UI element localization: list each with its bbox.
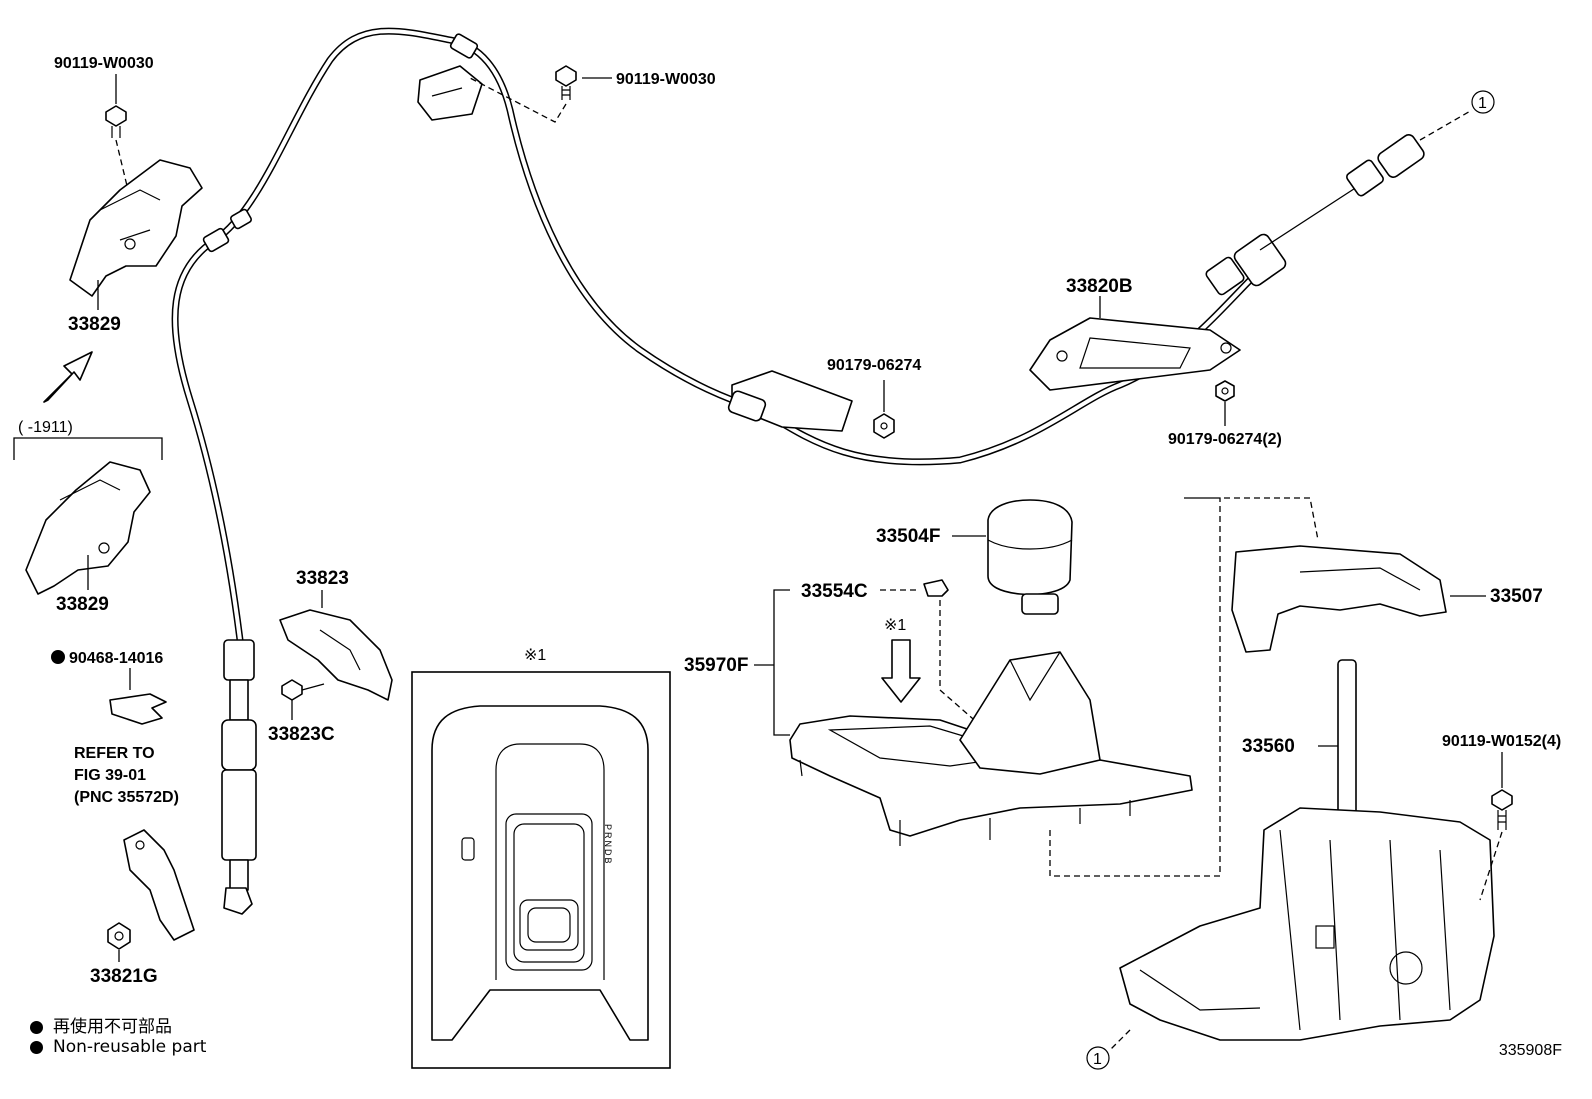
gate-labels: PRNDB (603, 824, 613, 866)
label-33829-bottom: 33829 (56, 594, 109, 615)
refer-line-2: FIG 39-01 (74, 767, 146, 784)
legend-text-jp: 再使用不可部品 (53, 1017, 172, 1037)
ref-circle-bottom-label: 1 (1093, 1051, 1102, 1068)
nut-90179-06274-2 (1215, 380, 1235, 402)
label-90119-w0030-top: 90119-W0030 (616, 71, 716, 88)
nut-90179-06274 (873, 413, 895, 439)
figure-id: 335908F (1498, 1042, 1562, 1059)
console-35970f (789, 651, 1193, 846)
label-90179-06274: 90179-06274 (827, 357, 921, 374)
label-90119-w0152: 90119-W0152(4) (1442, 733, 1561, 750)
shift-cable (171, 27, 1473, 915)
label-33507: 33507 (1490, 586, 1543, 607)
label-range: ( -1911) (18, 419, 73, 436)
arrow-down-icon (881, 639, 921, 703)
refer-line-3: (PNC 35572D) (74, 789, 179, 806)
inset-box: ※1 PRNDB (411, 647, 671, 1069)
label-33821g: 33821G (90, 966, 158, 987)
label-90119-w0030-left: 90119-W0030 (54, 55, 154, 72)
shift-lever-33560 (1119, 659, 1495, 1041)
ref-circle-top (1471, 90, 1495, 114)
legend-non-reusable-en: Non-reusable part (30, 1037, 206, 1057)
bolt-90119-w0030-top (555, 65, 577, 100)
label-33554c: 33554C (801, 581, 868, 602)
arrow-up-icon (43, 351, 93, 403)
part-33820b (1029, 317, 1241, 391)
knob-33504f (987, 499, 1073, 615)
bolt-90119-w0152 (1491, 789, 1513, 830)
label-33560: 33560 (1242, 736, 1295, 757)
inset-ref-mark: ※1 (524, 647, 546, 664)
legend-dot-icon (30, 1020, 43, 1034)
ref-circle-bottom (1086, 1046, 1110, 1070)
legend-dot-icon (30, 1040, 43, 1054)
bracket-33507 (1231, 545, 1447, 653)
label-33820b: 33820B (1066, 276, 1133, 297)
clip-90468-14016 (109, 693, 167, 725)
bracket-33829-bottom (25, 461, 151, 595)
legend-text-en: Non-reusable part (53, 1037, 207, 1057)
label-90468-14016: 90468-14016 (69, 650, 163, 667)
ref-circle-top-label: 1 (1478, 95, 1487, 112)
link-35572d (123, 829, 195, 941)
refer-line-1: REFER TO (74, 745, 155, 762)
label-33504f: 33504F (876, 526, 940, 547)
bracket-33829-top (69, 159, 203, 297)
non-reusable-dot (51, 650, 65, 664)
nut-33821g (107, 922, 131, 950)
cover-33823 (279, 609, 393, 701)
label-35970f: 35970F (684, 655, 748, 676)
clip-33554c (923, 579, 949, 597)
console-ref-mark: ※1 (884, 617, 906, 634)
legend-non-reusable-jp: 再使用不可部品 (30, 1012, 172, 1037)
label-90179-06274-2: 90179-06274(2) (1168, 431, 1282, 448)
label-33823: 33823 (296, 568, 349, 589)
bolt-33823c (281, 679, 325, 701)
label-33823c: 33823C (268, 724, 335, 745)
label-33829-top: 33829 (68, 314, 121, 335)
bolt-90119-w0030-left (105, 105, 127, 138)
